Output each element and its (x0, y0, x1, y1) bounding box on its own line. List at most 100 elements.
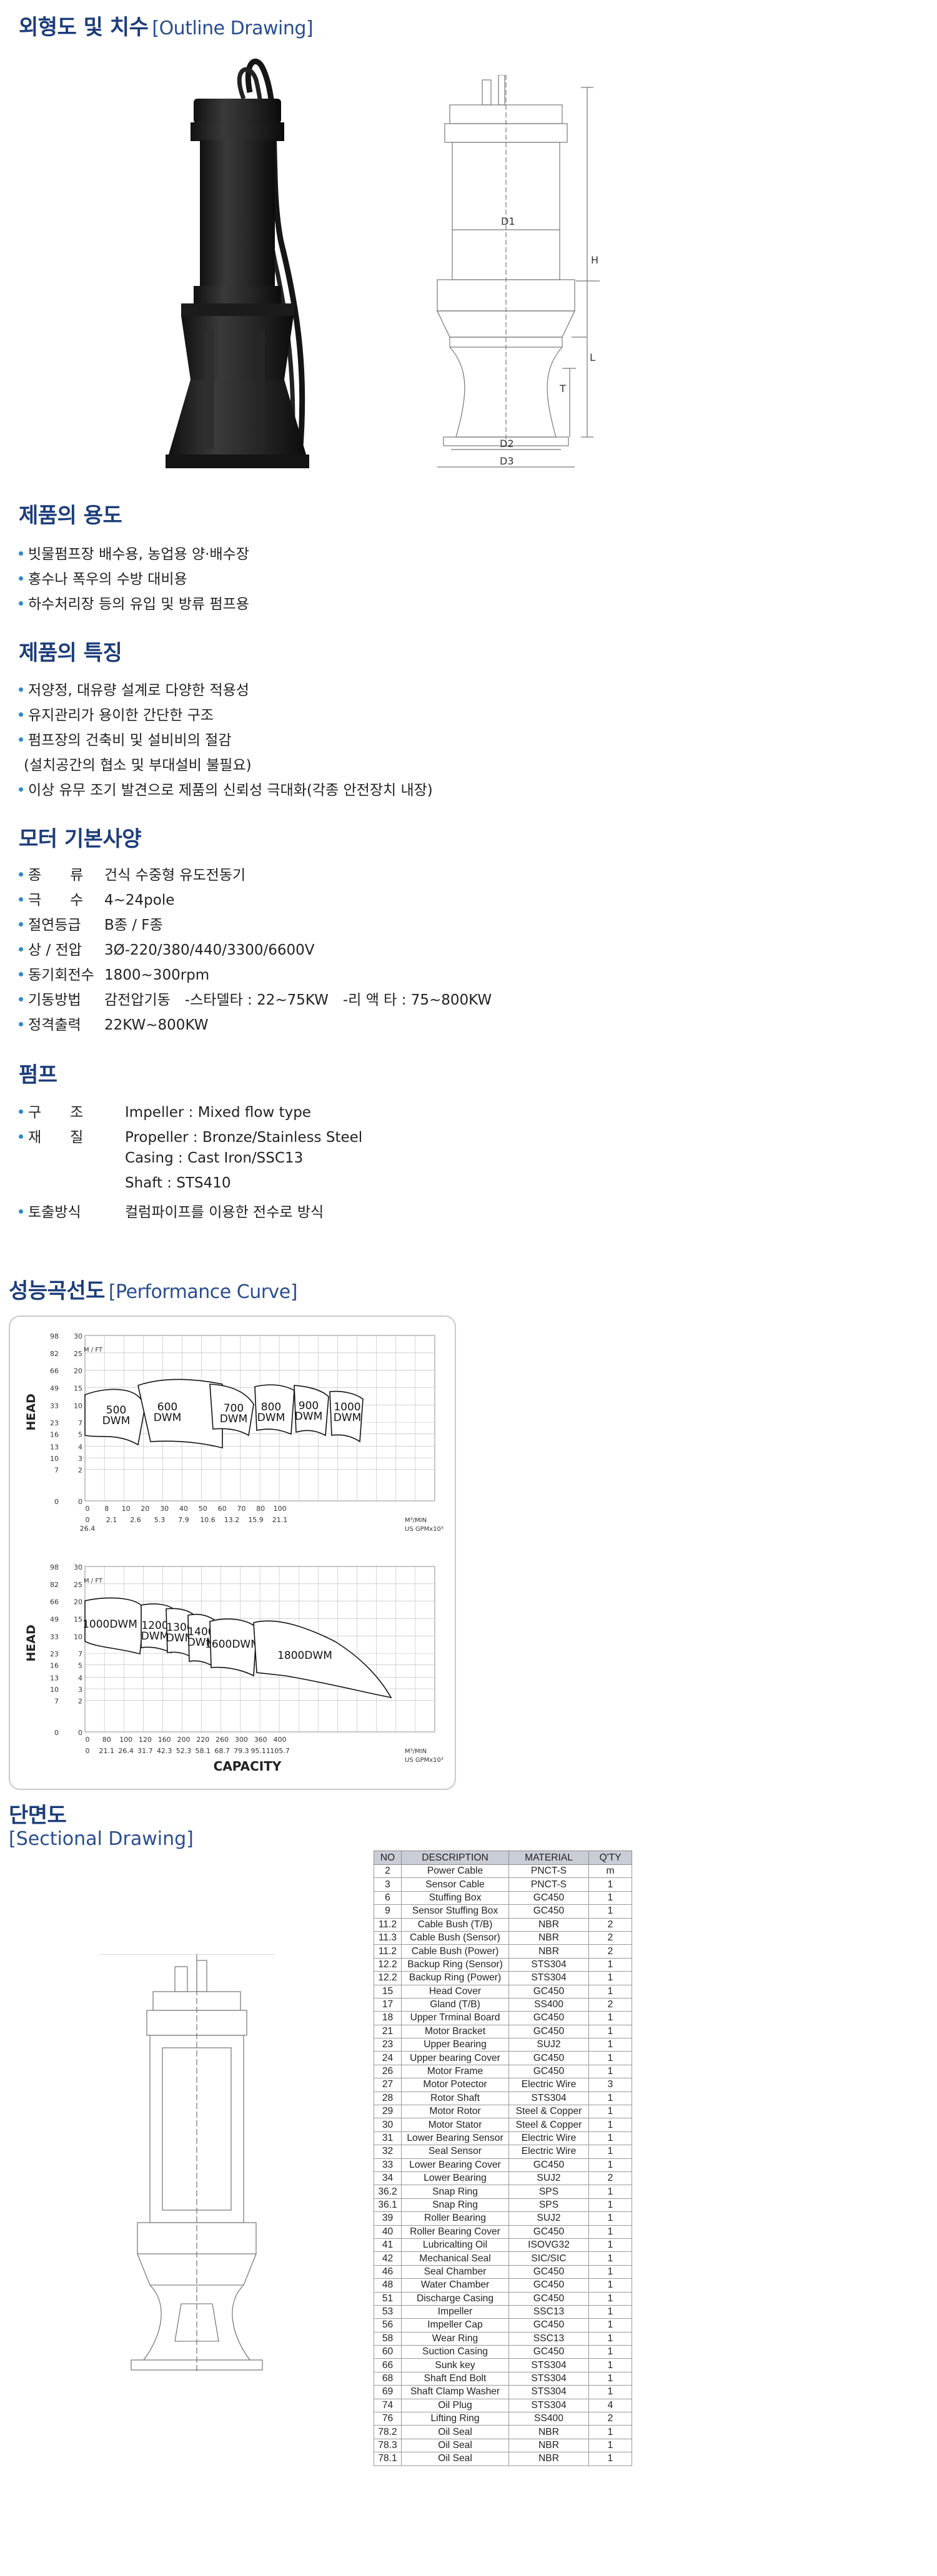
series-area (329, 1390, 364, 1443)
sectional-title: 단면도 (9, 1803, 67, 1828)
table-cell: 18 (374, 2011, 402, 2025)
table-cell: 42 (374, 2251, 402, 2266)
x-tick-label-m3: 50 (199, 1505, 207, 1513)
y-tick-label-ft: 7 (54, 1698, 59, 1706)
table-cell: 11.2 (374, 1944, 402, 1959)
table-cell: 17 (374, 1997, 402, 2012)
table-cell: GC450 (508, 2225, 589, 2239)
motor-title: 모터 기본사양 (19, 827, 142, 852)
x-tick-label-m3: 360 (254, 1736, 267, 1744)
table-cell: Oil Seal (401, 2452, 509, 2466)
x-tick-label-m3: 80 (256, 1505, 265, 1513)
feature-item: 이상 유무 조기 발견으로 제품의 신뢰성 극대화(각종 안전장치 내장) (19, 778, 433, 799)
table-cell: Mechanical Seal (401, 2251, 509, 2266)
table-cell: Roller Bearing (401, 2211, 509, 2226)
table-cell: 1 (588, 2024, 632, 2039)
table-cell: 1 (588, 2158, 632, 2172)
series-label: 900 (299, 1400, 319, 1412)
x-tick-label-gpm: 7.9 (178, 1516, 189, 1524)
table-cell: SS400 (508, 1997, 589, 2012)
table-cell: GC450 (508, 2278, 589, 2293)
table-cell: NBR (508, 2452, 589, 2466)
table-cell: 2 (588, 1917, 632, 1932)
x-tick-label-m3: 80 (102, 1736, 111, 1744)
x-tick-label-m3: 30 (160, 1505, 169, 1513)
x-tick-label-m3: 220 (196, 1736, 209, 1744)
table-cell: 1 (588, 2371, 632, 2386)
table-cell: Shaft End Bolt (401, 2371, 509, 2386)
table-cell: m (588, 1864, 632, 1879)
y-tick-label-ft: 10 (50, 1455, 59, 1463)
x-tick-label-gpm: 95.11 (250, 1747, 270, 1755)
table-cell: 27 (374, 2078, 402, 2092)
table-cell: Motor Rotor (401, 2105, 509, 2119)
table-cell: GC450 (508, 2264, 589, 2279)
table-cell: 1 (588, 2145, 632, 2159)
table-cell: 30 (374, 2118, 402, 2132)
y-tick-label-ft: 49 (50, 1615, 59, 1623)
table-cell: Steel & Copper (508, 2118, 589, 2132)
y-tick-label-ft: 7 (54, 1467, 59, 1475)
feature-item: 저양정, 대유량 설계로 다양한 적용성 (19, 678, 249, 699)
y-tick-label-m: 5 (78, 1662, 82, 1670)
outline-title: 외형도 및 치수[Outline Drawing] (19, 15, 314, 40)
table-cell: 1 (588, 2038, 632, 2052)
x-tick-label-m3: 0 (86, 1505, 90, 1513)
table-cell: Motor Stator (401, 2118, 509, 2132)
table-cell: 33 (374, 2158, 402, 2172)
y-tick-label-ft: 49 (50, 1384, 59, 1392)
table-cell: Motor Frame (401, 2064, 509, 2079)
x-unit-label: M³/MIN (405, 1517, 427, 1524)
series-label: 600 (157, 1401, 177, 1413)
table-cell: 1 (588, 2438, 632, 2453)
pump-photo (166, 58, 309, 468)
table-cell: 4 (588, 2398, 632, 2413)
y-tick-label-m: 2 (78, 1698, 82, 1706)
table-cell: 66 (374, 2358, 402, 2372)
y-tick-label-ft: 23 (50, 1419, 59, 1427)
series-label: DWM (334, 1412, 362, 1424)
table-cell: Oil Seal (401, 2438, 509, 2453)
usage-item: 빗물펌프장 배수용, 농업용 양·배수장 (19, 542, 249, 563)
series-area (254, 1384, 295, 1435)
table-cell: 1 (588, 2091, 632, 2106)
table-cell: 2 (374, 1864, 402, 1879)
table-cell: 78.3 (374, 2438, 402, 2453)
table-cell: Upper Trminal Board (401, 2011, 509, 2025)
table-cell: 3 (374, 1877, 402, 1892)
table-cell: 69 (374, 2385, 402, 2399)
table-cell: Backup Ring (Power) (401, 1971, 509, 1985)
table-cell: Backup Ring (Sensor) (401, 1957, 509, 1972)
table-cell: Lower Bearing Cover (401, 2158, 509, 2172)
y-tick-label-m: 30 (74, 1563, 82, 1571)
table-cell: 9 (374, 1904, 402, 1919)
table-cell: Wear Ring (401, 2331, 509, 2346)
y-tick-label-ft: 16 (50, 1662, 59, 1670)
table-cell: 1 (588, 2238, 632, 2253)
table-cell: 1 (588, 1877, 632, 1892)
table-cell: 1 (588, 2358, 632, 2372)
table-cell: Water Chamber (401, 2278, 509, 2293)
table-cell: Seal Sensor (401, 2145, 509, 2159)
x-tick-label-m3: 300 (235, 1736, 248, 1744)
dim-t: T (559, 383, 566, 395)
x-tick-label-m3: 400 (274, 1736, 287, 1744)
table-cell: 1 (588, 2318, 632, 2333)
x-tick-label-gpm: 21.1 (272, 1516, 288, 1524)
x-tick-label-gpm: 2.1 (106, 1516, 117, 1524)
table-cell: SSC13 (508, 2331, 589, 2346)
table-cell: 32 (374, 2145, 402, 2159)
table-cell: 1 (588, 2225, 632, 2239)
